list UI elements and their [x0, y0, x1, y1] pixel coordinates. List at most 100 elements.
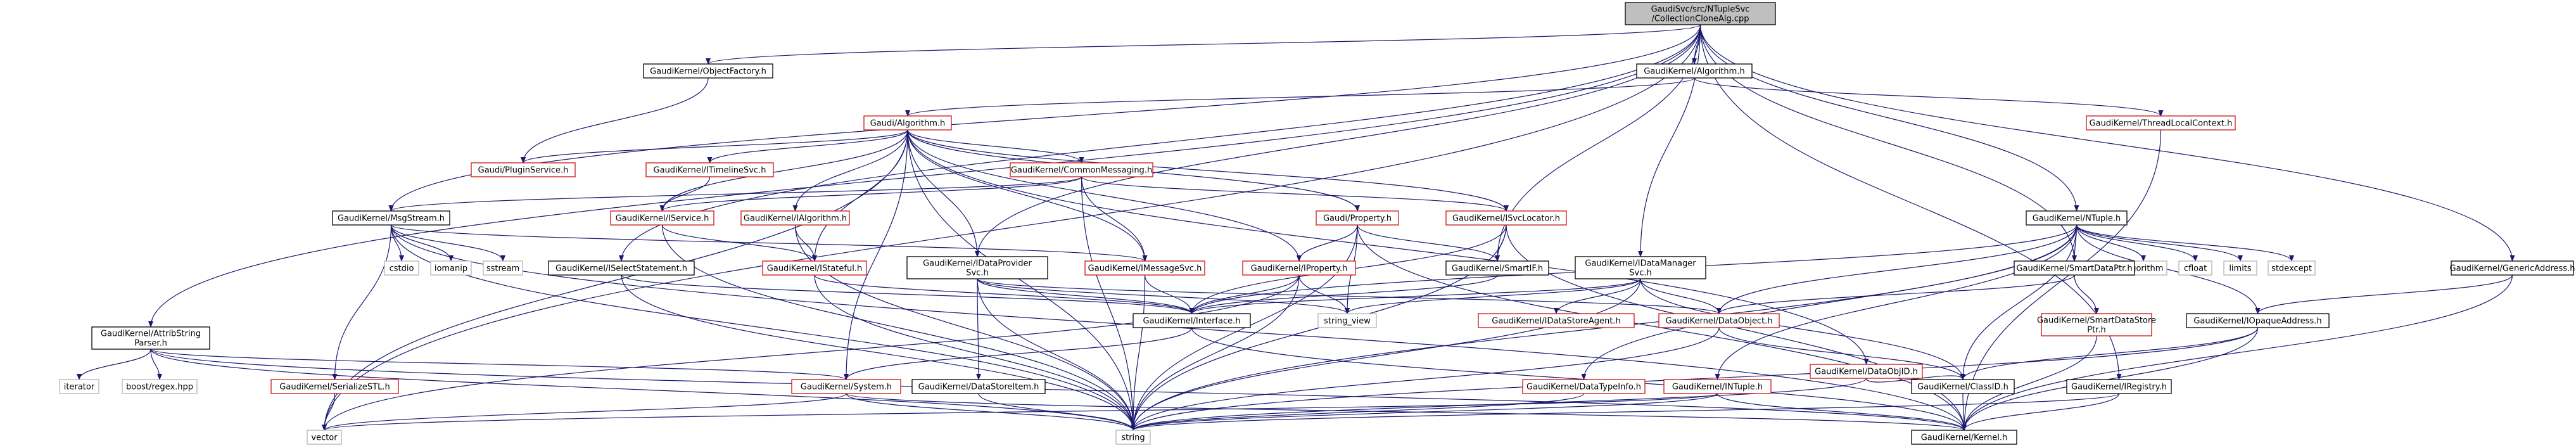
node-cfloat: cfloat	[2178, 260, 2212, 276]
node-classid[interactable]: GaudiKernel/ClassID.h	[1911, 379, 2015, 394]
node-intuple[interactable]: GaudiKernel/INTuple.h	[1663, 379, 1772, 394]
node-label-smartdatastoreptr: Ptr.h	[2087, 326, 2105, 335]
node-itimeline[interactable]: GaudiKernel/ITimelineSvc.h	[645, 162, 774, 177]
edge-tlc-to-kernel	[1962, 129, 2162, 431]
node-kernel[interactable]: GaudiKernel/Kernel.h	[1911, 430, 2017, 445]
node-genericaddr[interactable]: GaudiKernel/GenericAddress.h	[2450, 260, 2575, 276]
edge-imessagesvc-to-string	[1131, 274, 1146, 431]
node-box-galgorithm	[863, 115, 952, 131]
node-dataobject[interactable]: GaudiKernel/DataObject.h	[1658, 313, 1780, 328]
node-iopaque[interactable]: GaudiKernel/IOpaqueAddress.h	[2186, 313, 2330, 328]
node-pluginservice[interactable]: Gaudi/PluginService.h	[471, 162, 576, 177]
node-label-attrib: Parser.h	[134, 339, 167, 349]
node-kalgorithm[interactable]: GaudiKernel/Algorithm.h	[1636, 63, 1753, 79]
edge-msgstream-to-string	[390, 224, 1136, 431]
node-iterator: iterator	[59, 379, 99, 394]
node-imessagesvc[interactable]: GaudiKernel/IMessageSvc.h	[1084, 260, 1205, 276]
edge-ntuple-to-stdexcept	[2076, 224, 2294, 262]
node-msgstream[interactable]: GaudiKernel/MsgStream.h	[332, 210, 450, 226]
edge-itimeline-to-iservice	[659, 176, 711, 212]
node-box-string_view	[1317, 313, 1377, 328]
edge-iregistry-to-string	[1131, 393, 2120, 431]
node-objfactory[interactable]: GaudiKernel/ObjectFactory.h	[643, 63, 773, 79]
edge-ntuple-to-algorithm	[2076, 224, 2146, 262]
node-stdexcept: stdexcept	[2268, 260, 2316, 276]
node-galgorithm[interactable]: Gaudi/Algorithm.h	[863, 115, 952, 131]
node-commonmsg[interactable]: GaudiKernel/CommonMessaging.h	[1010, 162, 1153, 177]
node-gproperty[interactable]: Gaudi/Property.h	[1316, 210, 1399, 226]
node-box-dataobjid	[1810, 364, 1923, 379]
node-datatypeinfo[interactable]: GaudiKernel/DataTypeInfo.h	[1522, 379, 1646, 394]
edge-galgorithm-to-iservice	[659, 129, 908, 212]
node-label-serializestl: GaudiKernel/SerializeSTL.h	[279, 383, 390, 392]
node-box-ntuple	[2026, 210, 2128, 226]
node-label-iregistry: GaudiKernel/IRegistry.h	[2071, 383, 2167, 392]
edge-galgorithm-to-string	[907, 129, 1136, 431]
edge-iregistry-to-kernel	[1962, 393, 2120, 431]
edge-iopaque-to-string	[1131, 327, 2259, 431]
node-idatastoreagent[interactable]: GaudiKernel/IDataStoreAgent.h	[1478, 313, 1635, 328]
node-vector: vector	[307, 430, 342, 445]
node-box-gproperty	[1316, 210, 1399, 226]
node-iregistry[interactable]: GaudiKernel/IRegistry.h	[2066, 379, 2172, 394]
node-ntuple[interactable]: GaudiKernel/NTuple.h	[2026, 210, 2128, 226]
node-box-commonmsg	[1010, 162, 1153, 177]
node-ialgorithm[interactable]: GaudiKernel/IAlgorithm.h	[740, 210, 850, 226]
edge-genericaddr-to-kernel	[1962, 274, 2513, 431]
node-label-sstream: sstream	[486, 264, 519, 274]
edge-objfactory-to-pluginservice	[521, 77, 709, 163]
node-label-dataobject: GaudiKernel/DataObject.h	[1665, 317, 1772, 326]
node-label-itimeline: GaudiKernel/ITimelineSvc.h	[654, 166, 766, 176]
node-label-isvclocator: GaudiKernel/ISvcLocator.h	[1452, 214, 1560, 224]
node-istateful[interactable]: GaudiKernel/IStateful.h	[762, 260, 867, 276]
node-label-objfactory: GaudiKernel/ObjectFactory.h	[650, 67, 766, 77]
node-system[interactable]: GaudiKernel/System.h	[791, 379, 901, 394]
edge-root-to-iselect	[619, 24, 1701, 262]
node-smartif[interactable]: GaudiKernel/SmartIF.h	[1445, 260, 1549, 276]
node-iservice[interactable]: GaudiKernel/IService.h	[610, 210, 714, 226]
node-box-sstream	[483, 260, 523, 276]
node-label-genericaddr: GaudiKernel/GenericAddress.h	[2450, 264, 2575, 274]
node-smartdataptr[interactable]: GaudiKernel/SmartDataPtr.h	[2014, 260, 2135, 276]
node-serializestl[interactable]: GaudiKernel/SerializeSTL.h	[270, 379, 399, 394]
edge-idataprov-to-interface	[977, 278, 1195, 314]
node-string_view: string_view	[1317, 313, 1377, 328]
node-label-iopaque: GaudiKernel/IOpaqueAddress.h	[2193, 317, 2321, 326]
node-label-msgstream: GaudiKernel/MsgStream.h	[338, 214, 445, 224]
node-box-string	[1115, 430, 1151, 445]
node-box-serializestl	[270, 379, 399, 394]
node-box-system	[791, 379, 901, 394]
edge-system-to-vector	[322, 393, 847, 431]
edge-genericaddr-to-iopaque	[2255, 274, 2513, 314]
edge-idataprov-to-dataobject	[977, 278, 1722, 314]
node-box-stdexcept	[2268, 260, 2316, 276]
node-tlc[interactable]: GaudiKernel/ThreadLocalContext.h	[2086, 115, 2236, 131]
node-box-regex	[122, 379, 198, 394]
node-isvclocator[interactable]: GaudiKernel/ISvcLocator.h	[1445, 210, 1567, 226]
node-iproperty[interactable]: GaudiKernel/IProperty.h	[1242, 260, 1356, 276]
node-label-iselect: GaudiKernel/ISelectStatement.h	[555, 264, 687, 274]
node-label-classid: GaudiKernel/ClassID.h	[1917, 383, 2008, 392]
node-label-smartdataptr: GaudiKernel/SmartDataPtr.h	[2016, 264, 2132, 274]
node-datastoreitem[interactable]: GaudiKernel/DataStoreItem.h	[911, 379, 1046, 394]
edge-idataprov-to-datastoreitem	[975, 278, 981, 380]
edge-root-to-genericaddr	[1699, 24, 2515, 262]
node-dataobjid[interactable]: GaudiKernel/DataObjID.h	[1810, 364, 1923, 379]
node-box-iomanip	[430, 260, 472, 276]
node-label-attrib: GaudiKernel/AttribString	[101, 330, 201, 339]
edge-commonmsg-to-string	[1081, 176, 1136, 431]
node-root[interactable]: GaudiSvc/src/NTupleSvc/CollectionCloneAl…	[1625, 2, 1776, 25]
node-box-isvclocator	[1445, 210, 1567, 226]
edge-gproperty-to-smartif	[1357, 224, 1500, 262]
node-iselect[interactable]: GaudiKernel/ISelectStatement.h	[548, 260, 695, 276]
edge-idatamgr-to-classid	[1640, 278, 1965, 380]
node-interface[interactable]: GaudiKernel/Interface.h	[1133, 313, 1251, 328]
node-box-iservice	[610, 210, 714, 226]
edge-galgorithm-to-itimeline	[707, 129, 908, 163]
edge-kalgorithm-to-tlc	[1694, 77, 2164, 117]
